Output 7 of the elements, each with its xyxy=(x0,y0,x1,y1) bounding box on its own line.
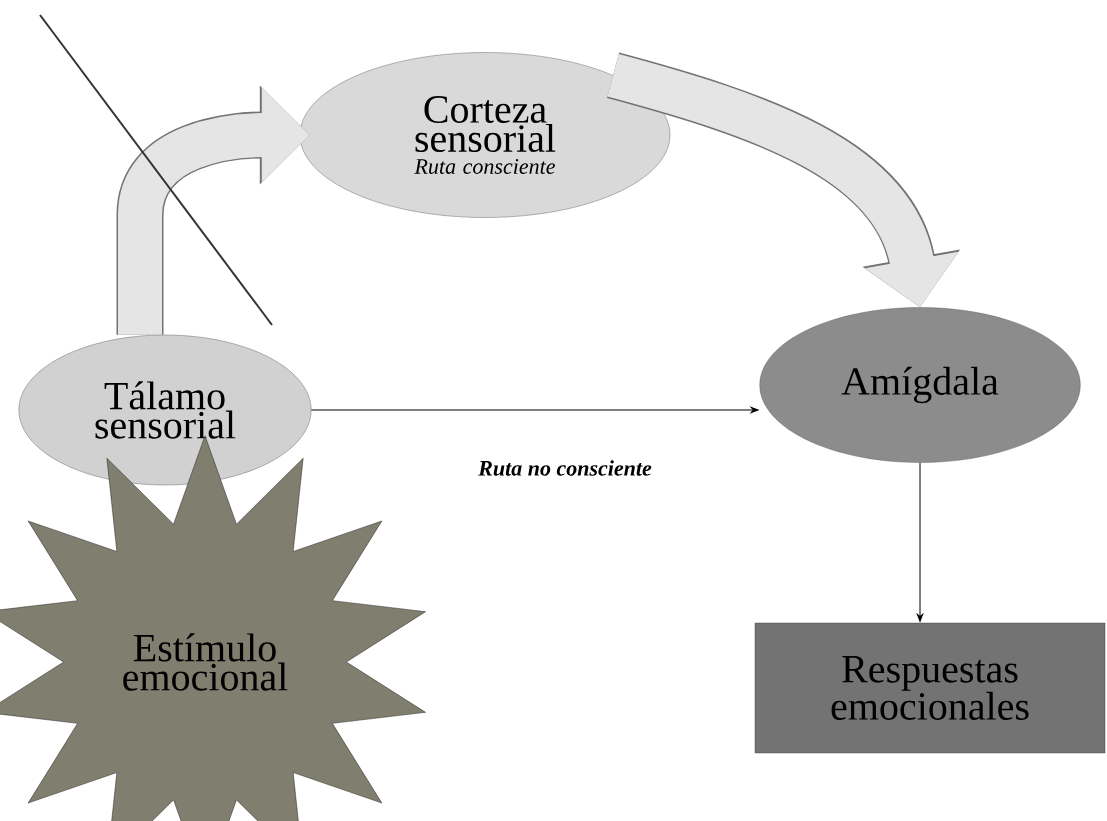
edge-label: Ruta no consciente xyxy=(478,460,652,476)
arrow xyxy=(916,462,924,622)
ellipse-node: Amígdala xyxy=(759,307,1081,463)
arrow xyxy=(310,406,759,414)
ellipse-node: Tálamo sensorial xyxy=(18,334,312,486)
rectangle-node: Respuestas emocionales xyxy=(754,622,1106,754)
ellipse-node: Corteza sensorial Ruta consciente xyxy=(299,52,671,218)
